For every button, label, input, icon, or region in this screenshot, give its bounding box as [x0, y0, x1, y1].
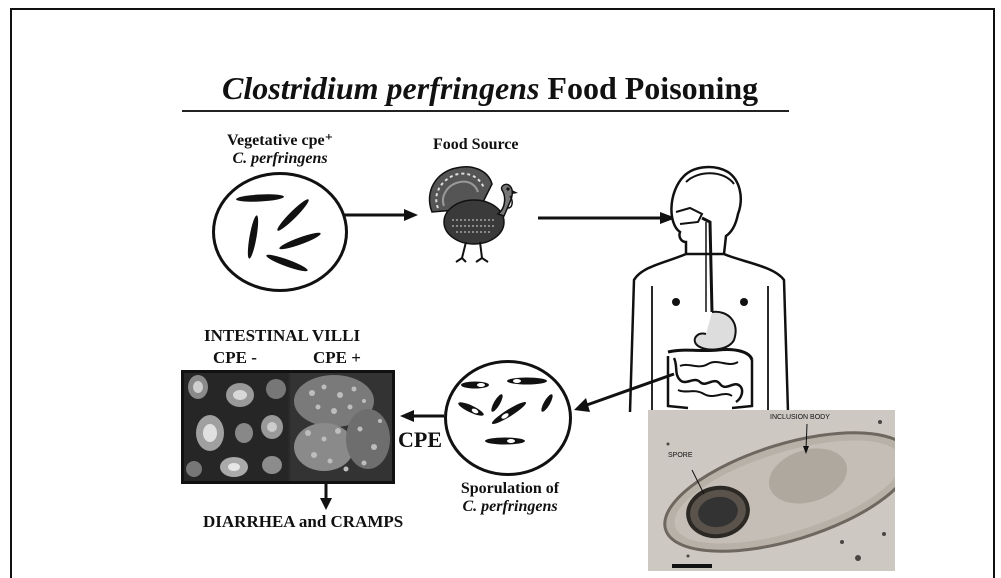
- title-rest: Food Poisoning: [547, 70, 758, 106]
- cpe-plus-label: CPE +: [313, 348, 361, 368]
- intestinal-villi-micrographs: [181, 370, 395, 484]
- sporulating-cell-micrograph: [648, 410, 895, 571]
- vegetative-label-line2: C. perfringens: [215, 150, 345, 168]
- cpe-label: CPE: [398, 427, 442, 453]
- cpe-arrow: [398, 407, 446, 425]
- villi-image: [184, 373, 392, 481]
- diagram-title: Clostridium perfringens Food Poisoning: [222, 70, 758, 107]
- food-source-label: Food Source: [433, 136, 518, 154]
- outcome-label: DIARRHEA and CRAMPS: [203, 512, 403, 532]
- spore-label: SPORE: [668, 452, 693, 459]
- title-underline: [182, 110, 789, 112]
- turkey-icon: [422, 162, 522, 264]
- vegetative-rods-icon: [215, 175, 345, 289]
- cpe-minus-label: CPE -: [213, 348, 257, 368]
- sporulation-label: Sporulation of C. perfringens: [448, 480, 572, 516]
- sporulation-circle: [444, 360, 572, 476]
- electron-micrograph: [648, 410, 895, 571]
- inclusion-body-label: INCLUSION BODY: [770, 414, 830, 421]
- vegetative-label-line1: Vegetative cpe⁺: [215, 130, 345, 150]
- vegetative-bacteria-circle: [212, 172, 348, 292]
- arrow-to-food: [344, 205, 420, 225]
- sporulating-cells-icon: [447, 363, 569, 473]
- vegetative-label: Vegetative cpe⁺ C. perfringens: [215, 130, 345, 168]
- sporulation-label-line1: Sporulation of: [448, 480, 572, 498]
- arrow-to-outcome: [316, 484, 336, 512]
- title-organism: Clostridium perfringens: [222, 70, 539, 106]
- sporulation-label-line2: C. perfringens: [448, 498, 572, 516]
- intestinal-villi-title: INTESTINAL VILLI: [204, 326, 360, 346]
